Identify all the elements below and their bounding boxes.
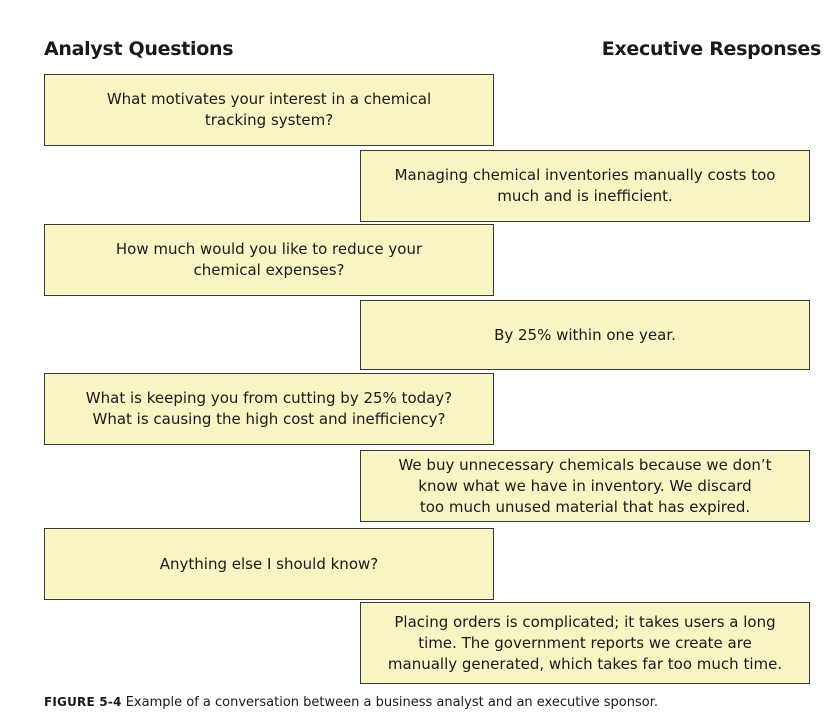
executive-response-box: We buy unnecessary chemicals because we … (360, 450, 810, 522)
executive-response-text: Placing orders is complicated; it takes … (387, 612, 783, 673)
executive-response-text: Managing chemical inventories manually c… (394, 166, 776, 205)
executive-response-text: By 25% within one year. (494, 325, 676, 344)
analyst-question-text: Anything else I should know? (159, 554, 379, 573)
analyst-question-box: What motivates your interest in a chemic… (44, 74, 494, 146)
figure-caption-text: Example of a conversation between a busi… (125, 695, 658, 710)
figure-label: FIGURE 5-4 (44, 695, 122, 709)
analyst-question-text: What is keeping you from cutting by 25% … (85, 389, 453, 428)
executive-responses-heading: Executive Responses (601, 38, 822, 60)
executive-response-box: Managing chemical inventories manually c… (360, 150, 810, 222)
executive-response-box: Placing orders is complicated; it takes … (360, 602, 810, 684)
analyst-question-text: What motivates your interest in a chemic… (106, 90, 432, 129)
analyst-question-box: Anything else I should know? (44, 528, 494, 600)
analyst-questions-heading: Analyst Questions (44, 38, 234, 60)
executive-response-text: We buy unnecessary chemicals because we … (398, 455, 772, 516)
analyst-question-box: What is keeping you from cutting by 25% … (44, 373, 494, 445)
figure-caption: FIGURE 5-4 Example of a conversation bet… (44, 695, 658, 710)
analyst-question-box: How much would you like to reduce your c… (44, 224, 494, 296)
analyst-question-text: How much would you like to reduce your c… (115, 240, 423, 279)
executive-response-box: By 25% within one year. (360, 300, 810, 370)
